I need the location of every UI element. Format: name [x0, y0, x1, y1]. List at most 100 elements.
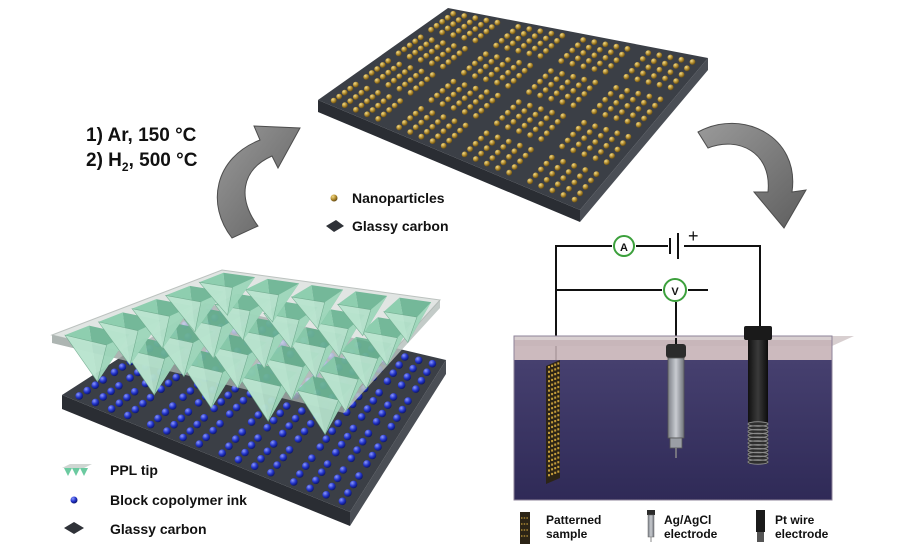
nanoparticle — [531, 33, 538, 40]
nanoparticle — [624, 87, 631, 94]
sample-dot — [557, 423, 560, 426]
ink-dot — [195, 440, 204, 448]
ink-dot — [306, 484, 314, 493]
ink-dot — [164, 379, 173, 388]
nanoparticle — [418, 68, 425, 75]
ink-dot — [369, 397, 378, 405]
ink-dot — [107, 387, 115, 396]
nanoparticle — [500, 159, 507, 166]
nanoparticle — [472, 60, 478, 67]
nanoparticle — [358, 102, 365, 109]
nanoparticle — [467, 104, 474, 110]
nanoparticle — [396, 61, 403, 68]
nanoparticle — [574, 42, 581, 49]
nanoparticle — [602, 41, 609, 48]
nanoparticle — [402, 69, 408, 76]
nanoparticle — [537, 53, 544, 59]
ink-dot — [300, 427, 309, 436]
ink-dot — [139, 399, 147, 408]
nanoparticle — [483, 76, 489, 83]
nanoparticle — [520, 31, 527, 37]
nanoparticle — [613, 43, 620, 50]
coil-turn — [747, 421, 769, 427]
sample-dot — [548, 450, 550, 453]
ink-dot — [328, 427, 337, 436]
nanoparticle — [570, 73, 577, 80]
nanoparticle — [418, 133, 425, 140]
ink-dot — [279, 453, 288, 462]
sample-dot — [557, 371, 560, 374]
sample-dot — [548, 394, 550, 397]
coil-turn — [747, 447, 769, 454]
sample-dot — [548, 370, 550, 373]
nanoparticle — [635, 121, 642, 128]
nanoparticle — [450, 10, 457, 17]
nanoparticle — [352, 94, 359, 100]
nanoparticle — [543, 177, 550, 183]
ink-dot — [428, 359, 437, 368]
nanoparticle — [483, 63, 489, 70]
nanoparticle — [515, 24, 522, 30]
nanoparticle — [634, 62, 641, 68]
nanoparticle — [461, 69, 467, 76]
nanoparticle — [423, 41, 430, 48]
tank-outline — [513, 335, 833, 501]
nanoparticle — [336, 93, 343, 100]
ink-dot — [91, 381, 99, 390]
nanoparticle — [521, 67, 528, 74]
nanoparticle — [439, 18, 446, 25]
ink-dot — [296, 470, 304, 478]
nanoparticle — [494, 66, 500, 73]
nanoparticle — [537, 78, 543, 85]
nanoparticle — [553, 76, 560, 83]
nanoparticle — [569, 60, 576, 67]
substrate-side-right — [580, 58, 708, 222]
nanoparticle — [624, 118, 631, 125]
nanoparticle — [363, 74, 370, 80]
sample-dot — [554, 396, 557, 399]
nanoparticle — [445, 96, 451, 103]
nanoparticle — [559, 84, 566, 91]
ink-dot — [224, 391, 232, 400]
sample-dot — [554, 467, 557, 470]
ink-dot — [184, 408, 193, 416]
sample-dot — [557, 390, 560, 393]
sample-dot — [557, 385, 560, 389]
nanoparticle — [577, 173, 583, 180]
nanoparticle — [570, 147, 577, 154]
ink-dot — [172, 373, 180, 382]
nanoparticle — [560, 175, 567, 182]
sample-dot — [548, 445, 550, 449]
ink-dot — [146, 393, 155, 402]
sample-dot — [557, 451, 560, 454]
ink-dot — [247, 441, 256, 450]
ink-dot — [154, 414, 162, 423]
nanoparticle — [652, 102, 658, 109]
ink-legend-icon — [70, 496, 78, 504]
nanoparticle — [504, 109, 511, 116]
nanoparticle — [591, 66, 598, 72]
sample-dot — [557, 362, 560, 365]
nanoparticle — [434, 92, 440, 99]
ink-dot — [298, 407, 306, 415]
nanoparticle — [444, 14, 451, 21]
ink-dot — [423, 368, 431, 377]
nanoparticle — [603, 142, 610, 149]
nanoparticle — [379, 73, 386, 80]
nanoparticle — [634, 76, 641, 83]
nanoparticle — [667, 69, 674, 76]
nanoparticle — [488, 58, 495, 65]
nanoparticle — [440, 51, 446, 58]
sample-dot — [548, 403, 550, 406]
nanoparticle — [592, 123, 598, 130]
sample-dot — [551, 407, 554, 410]
ink-dot — [254, 434, 262, 442]
nanoparticle — [608, 63, 614, 69]
pt-wire-coil — [747, 421, 769, 465]
circuit-wires — [555, 245, 761, 362]
sample-dot — [557, 447, 560, 450]
coil-turn — [747, 440, 769, 446]
sample-dot — [548, 413, 550, 416]
sample-dot — [551, 463, 554, 466]
nanoparticle — [549, 154, 555, 161]
